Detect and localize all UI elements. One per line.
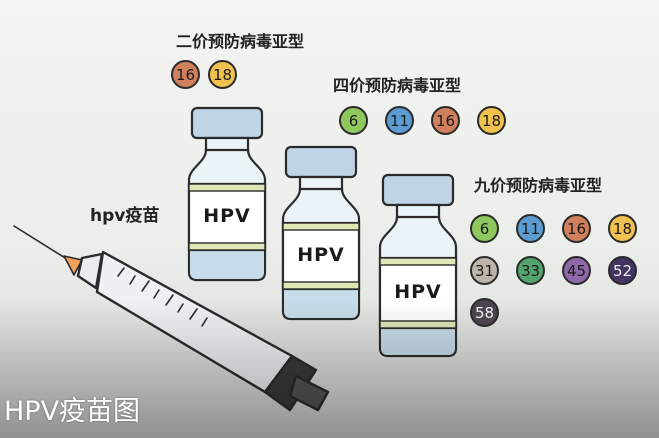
subtype-52-chip: 52 [608,256,637,285]
subtype-18-chip: 18 [477,106,506,135]
subtype-16-chip: 16 [431,106,460,135]
syringe-tip [63,255,83,276]
subtype-16-chip: 16 [562,214,591,243]
bottom-shade [0,300,659,438]
subtype-33-chip: 33 [516,256,545,285]
vial-nonavalent-text: HPV [394,281,442,303]
nonavalent-title: 九价预防病毒亚型 [474,176,603,195]
subtype-31-chip: 31 [470,256,499,285]
vial-cap [190,106,264,140]
subtype-18-chip: 18 [608,214,637,243]
subtype-16-chip: 16 [171,60,200,89]
vial-label [187,182,267,252]
subtype-45-chip: 45 [562,256,591,285]
bivalent-title: 二价预防病毒亚型 [176,32,305,51]
subtype-6-chip: 6 [339,106,368,135]
syringe-needle [13,225,71,262]
quadrivalent-title: 四价预防病毒亚型 [333,76,462,95]
vial-quadrivalent-text: HPV [297,244,345,266]
subtype-18-chip: 18 [208,60,237,89]
subtype-58-chip: 58 [470,298,499,327]
vial-cap [381,173,455,207]
vial-bivalent [187,106,267,282]
syringe-hub [76,252,104,290]
vaccine-label: hpv疫苗 [90,206,160,226]
subtype-11-chip: 11 [385,106,414,135]
vial-label [281,221,361,291]
subtype-6-chip: 6 [470,214,499,243]
vial-cap [284,145,358,179]
image-caption: HPV疫苗图 [4,396,141,427]
subtype-11-chip: 11 [516,214,545,243]
vial-quadrivalent [281,145,361,321]
vial-bivalent-text: HPV [203,205,251,227]
